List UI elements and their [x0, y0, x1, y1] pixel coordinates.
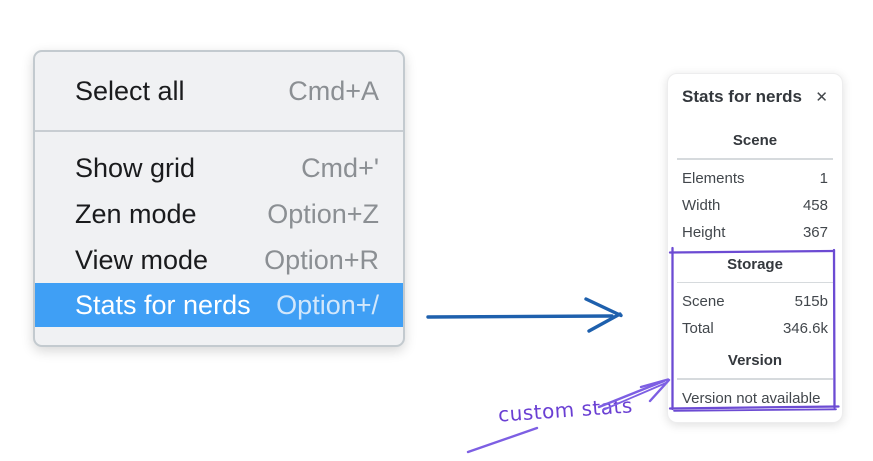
- stat-value: 346.6k: [782, 320, 828, 337]
- annotation-arrow-barb-top: [639, 378, 670, 389]
- arrow-head-bottom: [587, 312, 622, 333]
- annotation-arrow-tail: [466, 426, 539, 454]
- close-icon[interactable]: ✕: [815, 88, 828, 106]
- stat-row-elements: Elements 1: [682, 165, 828, 192]
- menu-item-label: Show grid: [75, 152, 196, 183]
- menu-item-shortcut: Option+/: [276, 289, 379, 320]
- menu-item-select-all[interactable]: Select all Cmd+A: [35, 68, 403, 114]
- stat-label: Width: [682, 196, 721, 214]
- menu-group-top: Select all Cmd+A: [35, 52, 403, 130]
- stat-value: 367: [802, 223, 828, 241]
- stat-value: 1: [819, 169, 828, 187]
- arrow-head-top: [584, 297, 623, 318]
- scene-rows: Elements 1 Width 458 Height 367: [682, 165, 828, 246]
- panel-title: Stats for nerds: [682, 87, 802, 106]
- stat-row-height: Height 367: [682, 219, 828, 246]
- section-divider: [677, 158, 833, 160]
- stat-label: Height: [682, 223, 726, 241]
- menu-item-show-grid[interactable]: Show grid Cmd+': [35, 145, 403, 191]
- stat-row-scene-size: Scene 515b: [682, 288, 828, 315]
- menu-to-panel-arrow: [426, 297, 623, 333]
- stat-label: Scene: [682, 293, 725, 310]
- menu-item-label: Zen mode: [75, 198, 197, 229]
- section-divider: [677, 378, 833, 380]
- section-header-version: Version: [727, 352, 783, 369]
- menu-group-bottom: Show grid Cmd+' Zen mode Option+Z View m…: [35, 132, 403, 327]
- stat-row-total-size: Total 346.6k: [682, 315, 828, 342]
- menu-item-shortcut: Option+R: [264, 244, 379, 275]
- version-note-text: Version not available: [682, 389, 821, 407]
- menu-item-shortcut: Cmd+A: [288, 75, 379, 106]
- stat-label: Elements: [682, 169, 745, 187]
- menu-item-stats-for-nerds[interactable]: Stats for nerds Option+/: [35, 283, 403, 327]
- stat-label: Total: [682, 320, 714, 337]
- stats-panel-header: Stats for nerds ✕: [682, 86, 828, 108]
- version-note: Version not available: [682, 385, 828, 412]
- arrow-shaft: [426, 314, 614, 319]
- menu-item-view-mode[interactable]: View mode Option+R: [35, 237, 403, 283]
- stat-value: 515b: [794, 293, 828, 310]
- menu-divider: [35, 130, 403, 132]
- section-divider: [677, 281, 833, 283]
- menu-item-label: Select all: [75, 75, 185, 106]
- annotation-custom-stats-label: custom stats: [497, 393, 634, 427]
- context-menu: Select all Cmd+A Show grid Cmd+' Zen mod…: [33, 50, 405, 347]
- menu-item-zen-mode[interactable]: Zen mode Option+Z: [35, 191, 403, 237]
- menu-item-shortcut: Option+Z: [267, 198, 379, 229]
- stat-value: 458: [802, 196, 828, 214]
- menu-item-shortcut: Cmd+': [301, 152, 379, 183]
- section-header-storage: Storage: [727, 255, 783, 273]
- stat-row-width: Width 458: [682, 192, 828, 219]
- storage-rows: Scene 515b Total 346.6k: [682, 288, 828, 342]
- section-header-scene: Scene: [732, 132, 778, 149]
- menu-item-label: View mode: [75, 244, 209, 275]
- menu-item-label: Stats for nerds: [75, 289, 251, 320]
- stats-panel: Stats for nerds ✕ Scene Elements 1 Width…: [667, 73, 843, 423]
